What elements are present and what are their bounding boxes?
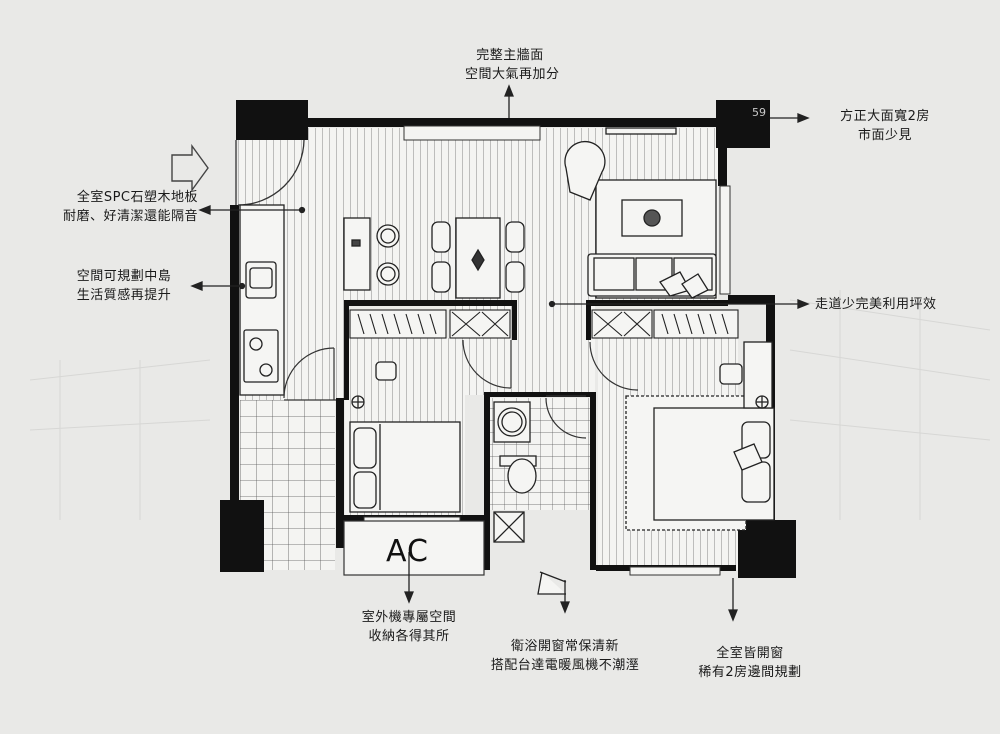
callout-floor-line-2: 耐磨、好清潔還能隔音	[62, 209, 198, 224]
callout-island-line-2: 生活質感再提升	[76, 288, 172, 303]
callout-corridor: 走道少完美利用坪效	[815, 295, 937, 314]
callout-windows: 全室皆開窗 稀有2房邊間規劃	[680, 644, 820, 682]
callout-top-right: 方正大面寬2房 市面少見	[820, 107, 950, 145]
callout-ac: 室外機專屬空間 收納各得其所	[349, 608, 469, 646]
island	[343, 217, 400, 291]
callout-top-right-line-1: 方正大面寬2房	[840, 109, 930, 124]
callout-bath-line-2: 搭配台達電暖風機不潮溼	[490, 658, 640, 673]
callout-corridor-line-1: 走道少完美利用坪效	[815, 297, 937, 312]
dining-table	[431, 217, 525, 299]
callout-island: 空間可規劃中島 生活質感再提升	[60, 267, 188, 305]
callout-windows-line-1: 全室皆開窗	[716, 646, 784, 661]
ac-area	[343, 520, 485, 576]
entrance-door	[235, 139, 305, 206]
callout-windows-line-2: 稀有2房邊間規劃	[698, 665, 802, 680]
living-room-furniture	[564, 127, 717, 299]
entry-arrow-icon	[171, 143, 209, 193]
callout-floor-line-1: 全室SPC石塑木地板	[76, 190, 198, 205]
bathroom-fixtures	[493, 401, 567, 595]
callout-ac-line-1: 室外機專屬空間	[361, 610, 457, 625]
kitchen-counter	[239, 204, 285, 396]
callout-bath-line-1: 衛浴開窗常保清新	[510, 639, 619, 654]
watermark: 59	[752, 106, 766, 119]
callout-top-line-2: 空間大氣再加分	[465, 67, 560, 82]
kitchen-door	[283, 347, 336, 401]
callout-ac-line-2: 收納各得其所	[368, 629, 450, 644]
callout-top: 完整主牆面 空間大氣再加分	[465, 46, 560, 84]
ac-label: AC	[386, 534, 429, 569]
wardrobes	[349, 309, 739, 339]
bedroom-1-furniture	[349, 361, 461, 513]
callout-top-right-line-2: 市面少見	[857, 128, 912, 143]
leader-lines	[190, 84, 810, 622]
background-sketch	[29, 290, 991, 520]
bedroom-2-furniture	[625, 341, 775, 531]
callout-bath: 衛浴開窗常保清新 搭配台達電暖風機不潮溼	[475, 637, 655, 675]
callout-island-line-1: 空間可規劃中島	[76, 269, 172, 284]
callout-top-line-1: 完整主牆面	[476, 48, 544, 63]
callout-floor: 全室SPC石塑木地板 耐磨、好清潔還能隔音	[30, 188, 198, 226]
room-doors	[462, 339, 639, 439]
